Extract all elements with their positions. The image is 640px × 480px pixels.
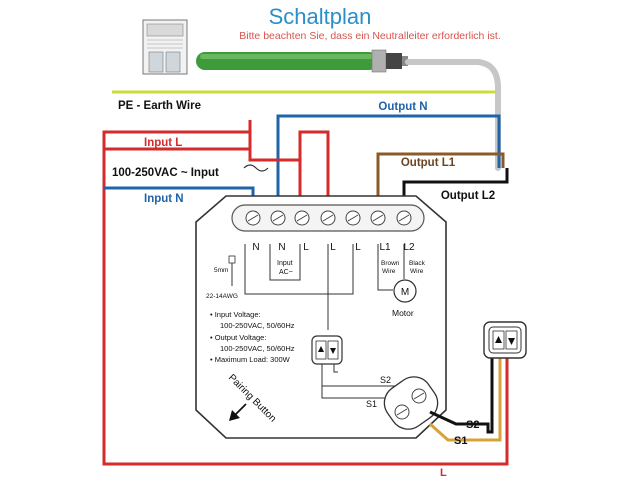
brown-wire-label-2: Wire xyxy=(382,268,396,275)
terminal-label: L xyxy=(355,242,361,253)
s1-trace xyxy=(321,386,393,399)
input-l-wire-bridge xyxy=(298,130,330,214)
s1-s2-terminal-block xyxy=(383,376,439,430)
brown-wire-label-1: Brown xyxy=(381,260,400,267)
terminal-screw xyxy=(270,210,286,226)
switch-stub xyxy=(333,364,338,373)
input-n-label: Input N xyxy=(144,193,184,205)
terminal-label: N xyxy=(278,242,285,253)
input-ac-label-1: Input xyxy=(277,260,293,267)
l-bottom-label: L xyxy=(440,467,447,479)
spec-line: • Input Voltage: xyxy=(210,310,261,319)
switch-module xyxy=(195,195,447,439)
strip-length-label: 5mm xyxy=(214,267,228,274)
motor-symbol-letter: M xyxy=(401,287,409,298)
ac-symbol xyxy=(243,164,269,172)
terminal-label: L xyxy=(303,242,309,253)
pe-earth-label: PE - Earth Wire xyxy=(118,100,201,112)
s2-label: S2 xyxy=(466,419,479,431)
terminal-label: L2 xyxy=(403,242,415,253)
output-l1-label: Output L1 xyxy=(401,157,456,169)
terminal-label: L xyxy=(330,242,336,253)
terminal-strip xyxy=(231,204,425,232)
s1-label: S1 xyxy=(454,435,467,447)
output-n-label: Output N xyxy=(378,101,427,113)
updown-switch-button[interactable] xyxy=(311,335,343,365)
terminal-screw xyxy=(245,210,261,226)
output-n-wire xyxy=(276,114,501,214)
module-s1-label: S1 xyxy=(366,399,377,409)
motor-symbol xyxy=(393,279,417,303)
module-s2-label: S2 xyxy=(380,375,391,385)
arrow-up-icon xyxy=(495,336,502,343)
tubular-motor xyxy=(196,49,408,73)
input-l-branch xyxy=(248,132,300,162)
terminal-label: N xyxy=(252,242,259,253)
output-l1-wire xyxy=(376,152,505,214)
spec-line: 100-250VAC, 50/60Hz xyxy=(220,344,295,353)
terminal-screw xyxy=(370,210,386,226)
terminal-screw xyxy=(320,210,336,226)
strip-length-marker xyxy=(228,255,236,286)
input-ac-label-2: AC~ xyxy=(279,269,293,276)
live-loop-wire xyxy=(102,130,509,466)
spec-line: • Output Voltage: xyxy=(210,333,266,342)
supply-label: 100-250VAC ~ Input xyxy=(112,167,219,179)
arrow-down-icon xyxy=(330,348,336,354)
wall-switch[interactable] xyxy=(483,321,527,359)
motor-cable xyxy=(405,59,501,171)
diagram-subtitle: Bitte beachten Sie, dass ein Neutralleit… xyxy=(239,30,500,42)
arrow-down-icon xyxy=(508,338,515,345)
s1-wire xyxy=(429,356,502,442)
output-l2-label: Output L2 xyxy=(441,190,495,202)
terminal-label: L1 xyxy=(379,242,391,253)
input-l-label: Input L xyxy=(144,137,182,149)
black-wire-label-2: Wire xyxy=(410,268,424,275)
terminal-screw xyxy=(396,210,412,226)
diagram-title: Schaltplan xyxy=(269,4,372,29)
roller-shutter-illustration xyxy=(142,19,188,75)
motor-label: Motor xyxy=(392,308,414,318)
internal-traces xyxy=(244,244,405,330)
pairing-arrow-icon xyxy=(229,403,247,421)
spec-line: 100-250VAC, 50/60Hz xyxy=(220,321,295,330)
black-wire-label-1: Black xyxy=(409,260,426,267)
terminal-screw xyxy=(294,210,310,226)
arrow-up-icon xyxy=(318,346,324,352)
gauge-label: 22-14AWG xyxy=(206,293,238,300)
terminal-screw xyxy=(345,210,361,226)
s2-wire xyxy=(429,356,494,434)
spec-line: • Maximum Load: 300W xyxy=(210,355,291,364)
